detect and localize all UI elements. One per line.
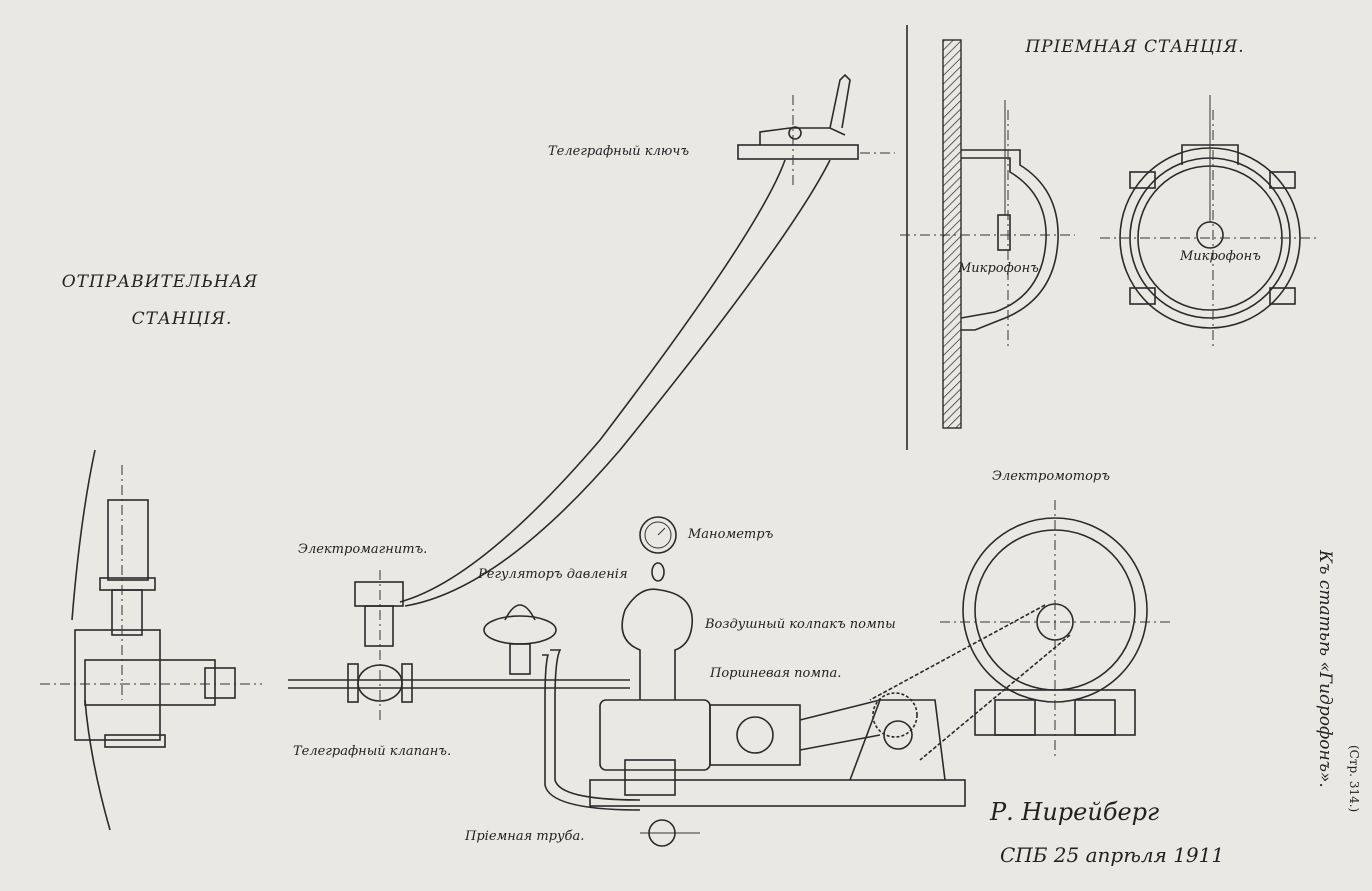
electromagnet [354,581,404,607]
label-pump-air-chamber: Воздушный колпакъ помпы [704,617,896,632]
side-note-page: (Стр. 314.) [1347,745,1361,812]
telegraph-key [737,73,895,185]
sending-station-title-line1: ОТПРАВИТЕЛЬНАЯ [62,272,259,292]
manometer [639,516,677,582]
signature-name: Р. Нирейберг [989,798,1159,826]
label-piston-pump: Поршневая помпа. [709,666,841,681]
cable [399,159,786,603]
electromotor [869,500,1170,761]
telegraph-valve [347,570,413,720]
cable-edge [404,159,831,607]
label-electromagnet: Электромагнитъ. [298,542,427,557]
pump-base [589,779,966,807]
label-pressure-regulator: Регуляторъ давленія [477,567,628,582]
receiving-station [900,25,1320,450]
label-telegraph-key: Телеграфный ключъ [548,144,689,159]
label-telegraph-valve: Телеграфный клапанъ. [293,744,451,759]
label-intake-pipe: Пріемная труба. [464,829,584,844]
label-microphone-front: Микрофонъ [1179,249,1261,264]
label-manometer: Манометръ [687,527,774,542]
sending-station-title-line2: СТАНЦІЯ. [132,309,233,329]
microphone-housing-front [1100,95,1320,350]
page-reference: (Стр. 314.) [1347,745,1361,812]
sending-transmitter [40,449,262,831]
side-note: Къ статьѣ «Гидрофонъ». [1315,549,1335,788]
signature-place-date: СПБ 25 апрѣля 1911 [1000,843,1224,867]
pump-air-chamber [621,588,693,700]
pressure-regulator [483,604,641,811]
receiving-station-title: ПРІЕМНАЯ СТАНЦІЯ. [1024,37,1244,57]
drive-chain [869,604,1071,761]
label-electromotor: Электромоторъ [992,469,1110,484]
microphone-housing-side [900,100,1075,350]
article-reference: Къ статьѣ «Гидрофонъ». [1315,549,1335,788]
hull-wall [942,39,962,429]
label-microphone-side: Микрофонъ [957,261,1039,276]
piston-pump [589,692,966,847]
